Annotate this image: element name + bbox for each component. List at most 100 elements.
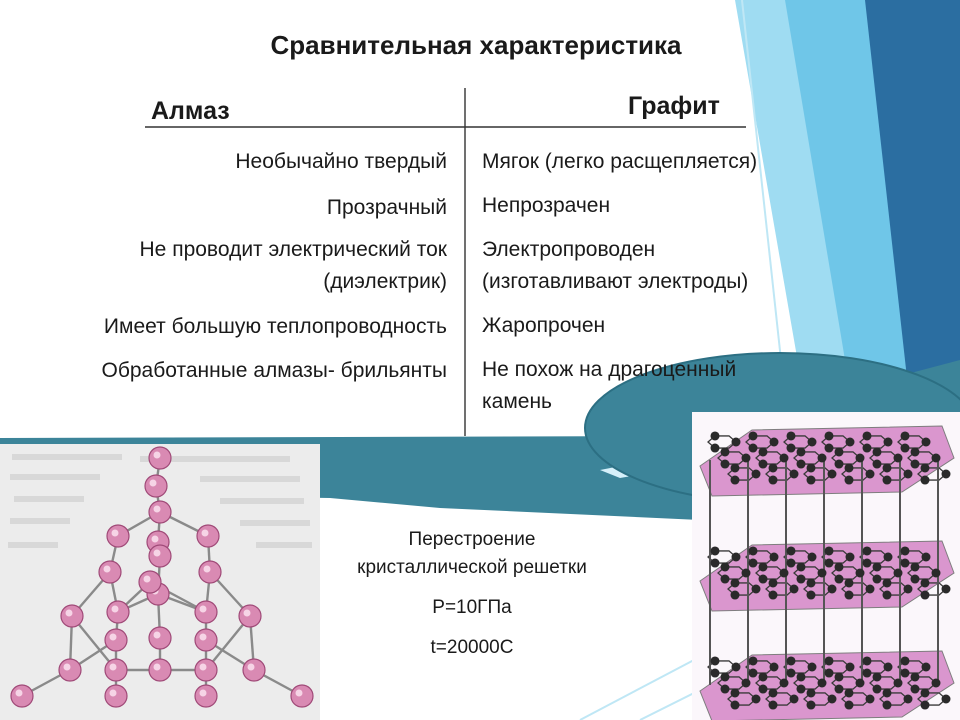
- graphite-hexagon: [897, 435, 927, 449]
- diamond-property-1: Необычайно твердый: [235, 150, 447, 173]
- temperature-value: t=20000С: [430, 637, 514, 658]
- graphite-atom: [931, 568, 941, 578]
- graphite-atom: [834, 459, 844, 469]
- graphite-atom: [731, 437, 741, 447]
- graphite-property-5: Не похож на драгоценный: [482, 358, 737, 381]
- graphite-hexagon: [859, 550, 889, 564]
- graphite-hexagon: [869, 566, 899, 580]
- graphite-atom: [834, 562, 844, 572]
- diamond-atom-highlight: [111, 529, 119, 537]
- graphite-atom: [903, 694, 913, 704]
- graphite-atom: [900, 431, 910, 441]
- graphite-hexagon: [897, 660, 927, 674]
- graphite-atom: [710, 656, 720, 666]
- diamond-atom: [58, 658, 82, 682]
- graphite-atom: [769, 437, 779, 447]
- graphite-atom: [758, 459, 768, 469]
- graphite-hexagon: [859, 435, 889, 449]
- graphite-hexagon: [897, 550, 927, 564]
- graphite-atom: [731, 662, 741, 672]
- graphite-atom: [720, 574, 730, 584]
- diamond-atom-highlight: [203, 565, 211, 573]
- graphite-hexagon: [755, 566, 785, 580]
- graphite-atom: [824, 668, 834, 678]
- graphite-hexagon: [755, 676, 785, 690]
- graphite-atom: [893, 568, 903, 578]
- diamond-lattice-image: [0, 444, 320, 720]
- graphite-atom: [730, 590, 740, 600]
- graphite-atom: [900, 546, 910, 556]
- graphite-atom: [882, 463, 892, 473]
- graphite-atom: [824, 558, 834, 568]
- graphite-atom: [748, 546, 758, 556]
- graphite-atom: [710, 443, 720, 453]
- graphite-atom: [900, 558, 910, 568]
- diamond-atom: [10, 684, 34, 708]
- column-header-diamond: Алмаз: [151, 97, 230, 125]
- graphite-hexagon: [707, 660, 737, 674]
- diamond-atom-highlight: [111, 605, 119, 613]
- graphite-hexagon: [821, 550, 851, 564]
- graphite-atom: [834, 447, 844, 457]
- graphite-atom: [710, 668, 720, 678]
- graphite-hexagon: [707, 550, 737, 564]
- graphite-atom: [900, 668, 910, 678]
- graphite-atom: [862, 546, 872, 556]
- graphite-atom: [827, 469, 837, 479]
- diamond-atom-highlight: [199, 605, 207, 613]
- graphite-atom: [882, 475, 892, 485]
- graphite-atom: [921, 662, 931, 672]
- graphite-atom: [730, 688, 740, 698]
- diamond-atom: [148, 658, 172, 682]
- graphite-atom: [796, 459, 806, 469]
- graphite-atom: [758, 672, 768, 682]
- diamond-atom-highlight: [153, 451, 161, 459]
- graphite-atom: [920, 590, 930, 600]
- graphite-hexagon: [745, 660, 775, 674]
- diamond-atom-highlight: [199, 689, 207, 697]
- diamond-atom: [148, 500, 172, 524]
- graphite-hexagon: [859, 660, 889, 674]
- graphite-atom: [720, 672, 730, 682]
- graphite-atom: [834, 574, 844, 584]
- diamond-atom-highlight: [295, 689, 303, 697]
- graphite-hexagon: [793, 566, 823, 580]
- graphite-atom: [872, 459, 882, 469]
- graphite-atom: [748, 656, 758, 666]
- graphite-atom: [720, 447, 730, 457]
- graphite-atom: [865, 469, 875, 479]
- graphite-hexagon: [717, 676, 747, 690]
- graphite-atom: [920, 463, 930, 473]
- graphite-atom: [789, 469, 799, 479]
- graphite-atom: [768, 578, 778, 588]
- graphite-atom: [824, 656, 834, 666]
- diamond-atom-highlight: [109, 689, 117, 697]
- diamond-atom: [60, 604, 84, 628]
- graphite-atom: [862, 668, 872, 678]
- graphite-hexagon: [755, 451, 785, 465]
- diamond-atom: [290, 684, 314, 708]
- graphite-atom: [806, 590, 816, 600]
- diamond-atom: [194, 628, 218, 652]
- diamond-atom-highlight: [247, 663, 255, 671]
- graphite-atom: [710, 431, 720, 441]
- graphite-atom: [844, 475, 854, 485]
- graphite-atom: [768, 475, 778, 485]
- graphite-atom: [900, 443, 910, 453]
- graphite-atom: [758, 447, 768, 457]
- graphite-atom: [910, 574, 920, 584]
- graphite-atom: [796, 562, 806, 572]
- graphite-property-3: Электропроводен: [482, 238, 656, 261]
- graphite-hexagon: [831, 676, 861, 690]
- graphite-atom: [751, 469, 761, 479]
- graphite-atom: [893, 678, 903, 688]
- graphite-atom: [817, 453, 827, 463]
- graphite-atom: [779, 568, 789, 578]
- graphite-atom: [845, 552, 855, 562]
- diamond-property-5: Обработанные алмазы- брильянты: [101, 359, 447, 382]
- graphite-atom: [730, 463, 740, 473]
- graphite-atom: [834, 684, 844, 694]
- graphite-atom: [789, 584, 799, 594]
- diamond-atom-highlight: [243, 609, 251, 617]
- diamond-atom-highlight: [199, 663, 207, 671]
